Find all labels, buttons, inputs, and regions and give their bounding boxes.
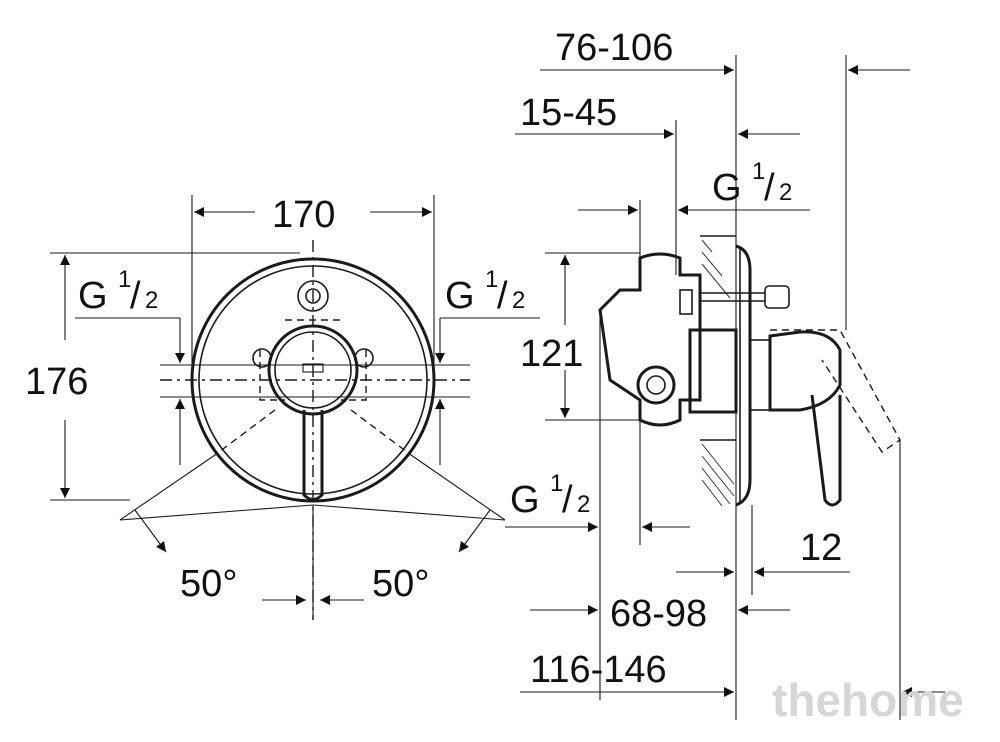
dim-top-overall-label: 76-106 — [555, 27, 673, 69]
front-view — [50, 195, 540, 620]
svg-text:G: G — [78, 275, 108, 317]
svg-text:1: 1 — [485, 266, 498, 293]
svg-text:/: / — [764, 167, 775, 209]
dim-width-label: 170 — [272, 194, 335, 236]
connection-label-right: G 1 / 2 — [445, 266, 525, 317]
watermark: thehome — [772, 674, 964, 726]
svg-text:1: 1 — [752, 158, 765, 185]
dim-offset-label: 12 — [800, 527, 842, 569]
side-lever-handle — [810, 394, 842, 507]
dim-height-label: 176 — [25, 361, 88, 403]
dim-121-label: 121 — [520, 333, 583, 375]
dim-top-inner-label: 15-45 — [520, 92, 617, 134]
svg-text:/: / — [562, 479, 573, 521]
valve-body — [598, 252, 702, 427]
svg-text:/: / — [497, 275, 508, 317]
handle-hub — [267, 324, 359, 416]
svg-text:G: G — [510, 479, 540, 521]
connection-label-bottom: G 1 / 2 — [510, 470, 590, 521]
diverter-knob — [297, 280, 329, 312]
svg-text:2: 2 — [512, 287, 525, 314]
lever-handle — [302, 410, 324, 501]
svg-text:2: 2 — [145, 287, 158, 314]
side-view — [505, 55, 945, 720]
angle-left-label: 50° — [180, 563, 237, 605]
dim-depth-overall-label: 116-146 — [530, 649, 667, 691]
connection-label-top: G 1 / 2 — [712, 158, 792, 209]
svg-text:2: 2 — [577, 491, 590, 518]
wall-hatch — [700, 235, 736, 507]
svg-text:G: G — [445, 275, 475, 317]
connection-label-left: G 1 / 2 — [78, 266, 158, 317]
angle-right-label: 50° — [372, 563, 429, 605]
svg-text:1: 1 — [550, 470, 563, 497]
svg-text:2: 2 — [779, 179, 792, 206]
svg-text:1: 1 — [118, 266, 131, 293]
svg-text:G: G — [712, 167, 742, 209]
dim-depth-inner-label: 68-98 — [610, 593, 707, 635]
side-rosette-plate — [735, 244, 752, 507]
svg-text:/: / — [130, 275, 141, 317]
